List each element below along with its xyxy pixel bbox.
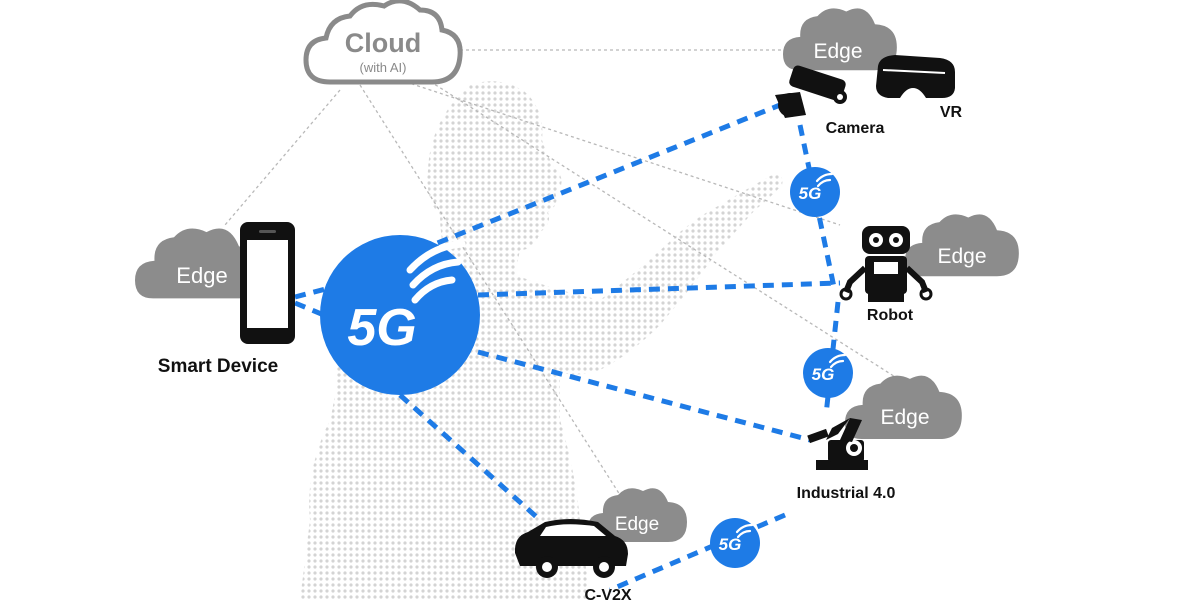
industrial-label: Industrial 4.0 bbox=[797, 485, 896, 502]
relay-node-3: 5G bbox=[710, 518, 760, 568]
cloud-link-robot bbox=[399, 79, 841, 226]
relay-node-2: 5G bbox=[803, 348, 853, 398]
smart-device-label: Smart Device bbox=[158, 356, 278, 377]
security-camera-icon bbox=[775, 65, 847, 118]
relay-label: 5G bbox=[719, 535, 742, 554]
robot-icon bbox=[839, 226, 933, 302]
robot-label: Robot bbox=[867, 307, 914, 324]
link-hub-industrial bbox=[477, 349, 811, 443]
relay-node-1: 5G bbox=[790, 167, 840, 217]
edge-cloud-camera: Edge bbox=[783, 8, 897, 71]
cloud-link-industrial bbox=[419, 74, 901, 381]
edge-cloud-cv2x: Edge bbox=[588, 488, 687, 542]
car-icon bbox=[514, 519, 628, 578]
cloud-subtitle: (with AI) bbox=[360, 60, 407, 75]
link-hub-cv2x bbox=[398, 393, 542, 522]
cloud-link-smart-device bbox=[224, 89, 341, 226]
edge-label-industrial: Edge bbox=[880, 406, 929, 429]
edge-label-smart-device: Edge bbox=[176, 263, 227, 288]
hub-label: 5G bbox=[347, 299, 416, 357]
link-hub-camera bbox=[419, 102, 781, 253]
edge-label-camera: Edge bbox=[813, 40, 862, 63]
wifi-signal-icon bbox=[406, 240, 466, 304]
wifi-signal-icon bbox=[735, 523, 754, 539]
wifi-signal-icon bbox=[828, 353, 847, 369]
camera-label: Camera bbox=[826, 120, 885, 137]
wifi-signal-icon bbox=[815, 172, 834, 188]
vr-headset-icon bbox=[876, 55, 955, 98]
edge-cloud-robot: Edge bbox=[905, 214, 1019, 277]
vr-label: VR bbox=[940, 104, 963, 121]
cloud-links bbox=[224, 49, 901, 496]
cloud-title: Cloud bbox=[345, 28, 421, 58]
link-hub-robot bbox=[477, 280, 841, 298]
edge-label-cv2x: Edge bbox=[615, 514, 659, 535]
relay-label: 5G bbox=[799, 184, 822, 203]
edge-label-robot: Edge bbox=[937, 245, 986, 268]
cloud-link-cv2x bbox=[359, 84, 621, 496]
edge-cloud-industrial: Edge bbox=[845, 375, 962, 440]
link-industrial-cv2x bbox=[609, 512, 786, 593]
main-cloud: Cloud (with AI) bbox=[303, 0, 463, 85]
edge-cloud-smart-device: Edge bbox=[135, 228, 264, 299]
5g-hub: 5G bbox=[320, 235, 480, 395]
robotic-arm-icon bbox=[807, 418, 868, 470]
edge-clouds: Edge Edge Edge Edge Edge bbox=[135, 8, 1019, 542]
cv2x-label: C-V2X bbox=[584, 587, 631, 600]
human-figure-silhouette bbox=[300, 81, 783, 600]
relay-label: 5G bbox=[812, 365, 835, 384]
smartphone-icon bbox=[240, 222, 295, 344]
